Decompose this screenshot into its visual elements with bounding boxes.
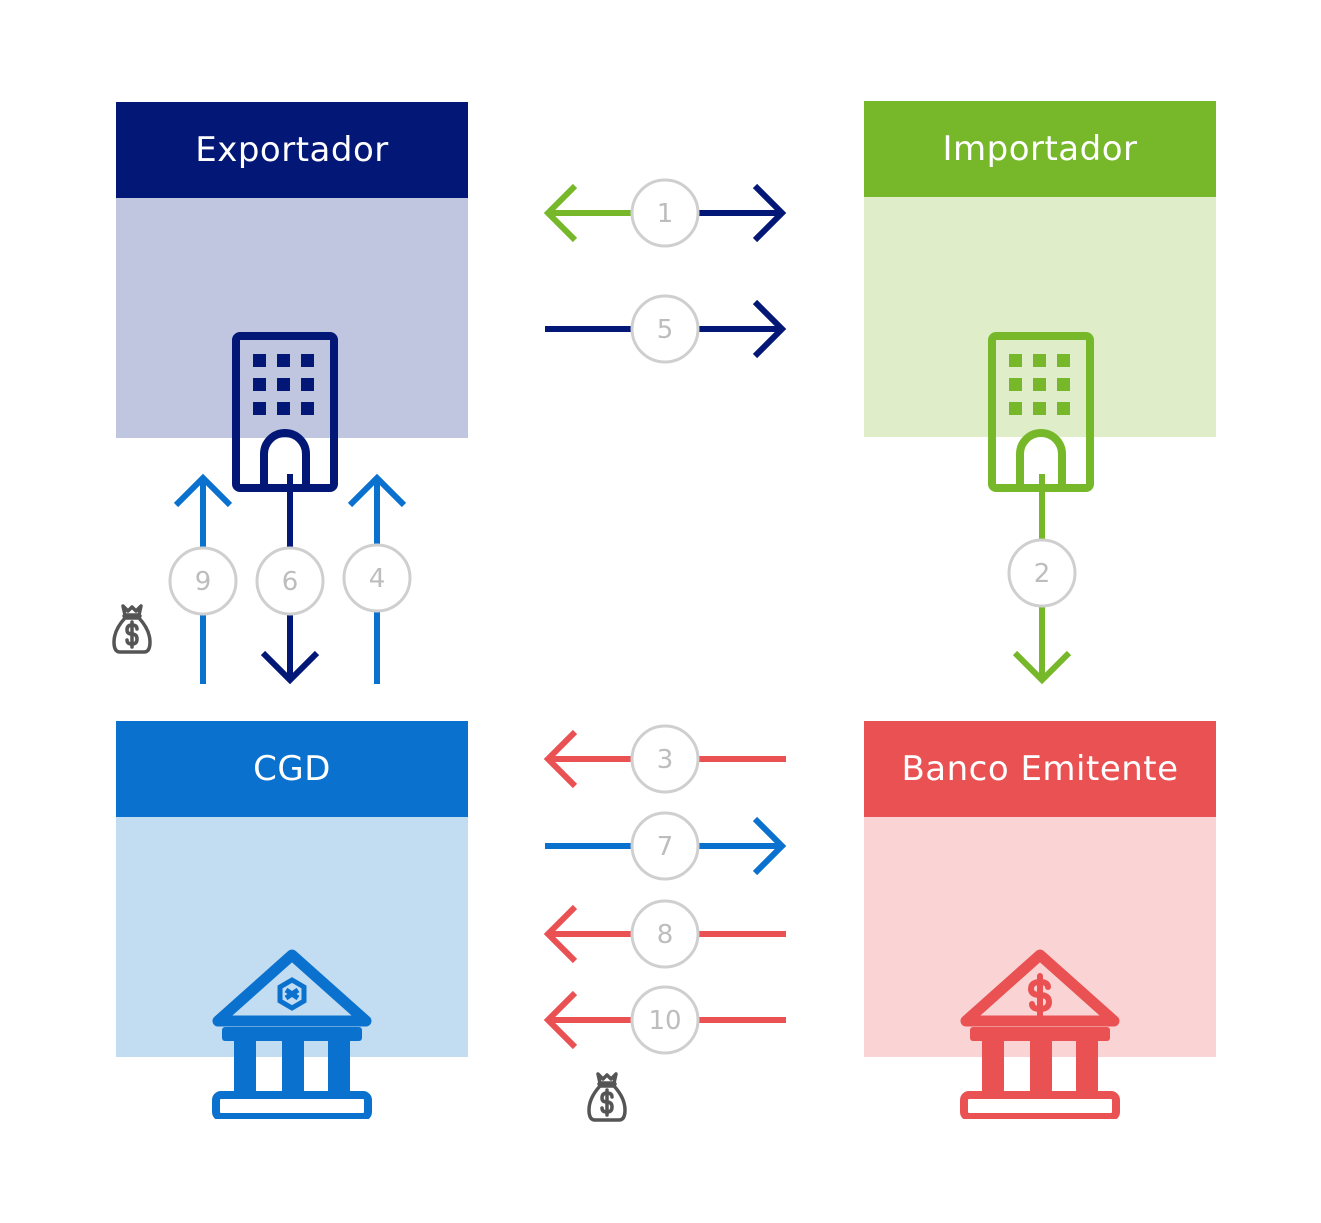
step-circle-5 (630, 294, 700, 364)
step-circle-1 (630, 178, 700, 248)
arrow-step-2 (1012, 474, 1072, 685)
step-circle-9 (168, 546, 238, 616)
node-cgd: CGD (116, 721, 468, 1119)
arrow-step-8 (543, 904, 786, 964)
arrow-step-7 (545, 816, 787, 876)
exportador-header: Exportador (116, 102, 468, 198)
step-circle-8 (630, 899, 700, 969)
step-label-8: 8 (657, 920, 674, 950)
step-circle-3 (630, 724, 700, 794)
cgd-body (116, 817, 468, 1119)
step-circle-6 (255, 546, 325, 616)
bank-dollar-icon (960, 949, 1120, 1119)
step-label-4: 4 (369, 564, 386, 594)
bank-cgd-logo-icon (212, 949, 372, 1119)
arrow-step-6 (260, 474, 320, 685)
importador-body (864, 197, 1216, 492)
node-exportador: Exportador (116, 102, 468, 492)
step-label-3: 3 (657, 745, 674, 775)
exportador-body (116, 198, 468, 492)
step-label-6: 6 (282, 567, 299, 597)
step-circle-10 (630, 985, 700, 1055)
office-building-icon (232, 332, 338, 492)
money-bag-icon (587, 1072, 627, 1122)
arrow-step-4 (347, 473, 407, 684)
step-circle-4 (342, 543, 412, 613)
step-label-1: 1 (657, 199, 674, 229)
arrow-step-3 (543, 729, 786, 789)
step-label-9: 9 (195, 567, 212, 597)
step-label-2: 2 (1034, 559, 1051, 589)
arrow-step-10 (543, 990, 786, 1050)
importador-header: Importador (864, 101, 1216, 197)
banco-emitente-header: Banco Emitente (864, 721, 1216, 817)
node-importador: Importador (864, 101, 1216, 492)
step-label-5: 5 (657, 315, 674, 345)
arrow-step-1 (543, 183, 787, 243)
arrow-step-5 (545, 299, 787, 359)
money-bag-icon (112, 604, 152, 654)
banco-emitente-body (864, 817, 1216, 1119)
arrow-step-9 (173, 473, 233, 684)
step-circle-7 (630, 811, 700, 881)
node-banco-emitente: Banco Emitente (864, 721, 1216, 1119)
step-circle-2 (1007, 538, 1077, 608)
step-label-10: 10 (648, 1006, 681, 1036)
step-label-7: 7 (657, 832, 674, 862)
cgd-header: CGD (116, 721, 468, 817)
